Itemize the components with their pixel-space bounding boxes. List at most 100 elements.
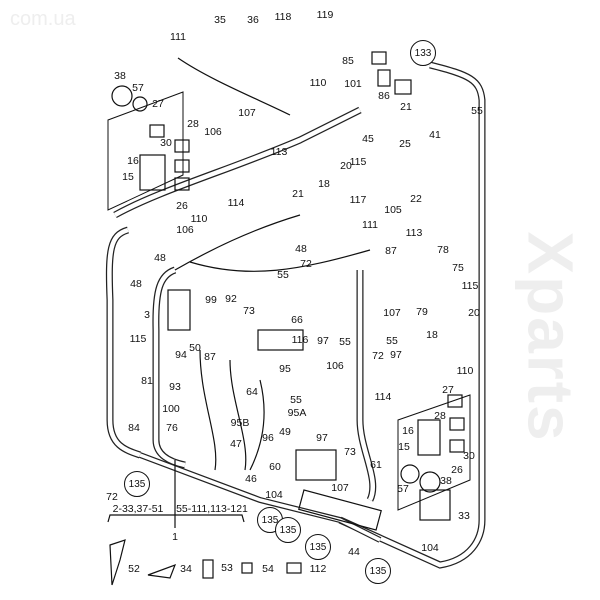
part-callout: 26: [451, 463, 463, 476]
part-callout: 47: [230, 437, 242, 450]
part-callout: 72: [372, 349, 384, 362]
part-callout: 107: [238, 106, 256, 119]
part-callout: 113: [270, 145, 288, 158]
part-callout: 48: [295, 242, 307, 255]
part-callout: 73: [344, 445, 356, 458]
circled-callout: 135: [275, 517, 301, 543]
part-callout: 107: [383, 306, 401, 319]
part-callout: 79: [416, 305, 428, 318]
part-callout: 97: [317, 334, 329, 347]
part-callout: 55: [471, 104, 483, 117]
part-callout: 110: [190, 212, 208, 225]
part-callout: 114: [374, 390, 392, 403]
part-callout: 107: [331, 481, 349, 494]
part-callout: 75: [452, 261, 464, 274]
part-callout: 20: [468, 306, 480, 319]
part-callout: 25: [399, 137, 411, 150]
part-callout: 15: [398, 440, 410, 453]
part-callout: 1: [172, 530, 178, 543]
group-range-right: 55-111,113-121: [176, 502, 248, 515]
part-callout: 64: [246, 385, 258, 398]
circled-callout: 135: [124, 471, 150, 497]
part-callout: 92: [225, 292, 237, 305]
part-callout: 104: [421, 541, 439, 554]
part-callout: 30: [160, 136, 172, 149]
part-callout: 115: [129, 332, 147, 345]
part-callout: 22: [410, 192, 422, 205]
part-callout: 87: [385, 244, 397, 257]
part-callout: 41: [429, 128, 441, 141]
part-callout: 18: [318, 177, 330, 190]
part-callout: 28: [187, 117, 199, 130]
part-callout: 55: [277, 268, 289, 281]
part-callout: 101: [344, 77, 362, 90]
part-callout: 53: [221, 561, 233, 574]
part-callout: 27: [442, 383, 454, 396]
part-callout: 16: [402, 424, 414, 437]
part-callout: 55: [386, 334, 398, 347]
part-callout: 114: [227, 196, 245, 209]
part-callout: 55: [290, 393, 302, 406]
part-callout: 86: [378, 89, 390, 102]
part-callout: 116: [291, 333, 309, 346]
group-range-left: 2-33,37-51: [112, 502, 164, 515]
part-callout: 18: [426, 328, 438, 341]
part-callout: 113: [405, 226, 423, 239]
part-callout: 44: [348, 545, 360, 558]
circled-callout: 135: [305, 534, 331, 560]
part-callout: 118: [274, 10, 292, 23]
part-callout: 61: [370, 458, 382, 471]
part-callout: 3: [144, 308, 150, 321]
part-callout: 57: [397, 482, 409, 495]
part-callout: 20: [340, 159, 352, 172]
part-callout: 95A: [287, 406, 307, 419]
part-callout: 110: [456, 364, 474, 377]
part-callout: 48: [130, 277, 142, 290]
part-callout: 54: [262, 562, 274, 575]
part-callout: 36: [247, 13, 259, 26]
part-callout: 46: [245, 472, 257, 485]
part-callout: 111: [362, 218, 378, 231]
part-callout: 106: [176, 223, 194, 236]
part-callout: 76: [166, 421, 178, 434]
part-callout: 85: [342, 54, 354, 67]
part-callout: 111: [170, 30, 186, 43]
part-callout: 48: [154, 251, 166, 264]
part-callout: 38: [114, 69, 126, 82]
part-callout: 72: [300, 257, 312, 270]
circled-callout: 135: [365, 558, 391, 584]
part-callout: 94: [175, 348, 187, 361]
watermark-sub: com.ua: [10, 8, 76, 30]
part-callout: 84: [128, 421, 140, 434]
part-callout: 35: [214, 13, 226, 26]
part-callout: 50: [189, 341, 201, 354]
part-callout: 26: [176, 199, 188, 212]
part-callout: 119: [316, 8, 334, 21]
part-callout: 100: [162, 402, 180, 415]
part-callout: 38: [440, 474, 452, 487]
part-callout: 66: [291, 313, 303, 326]
part-callout: 110: [309, 76, 327, 89]
part-callout: 15: [122, 170, 134, 183]
part-callout: 93: [169, 380, 181, 393]
part-callout: 28: [434, 409, 446, 422]
part-callout: 106: [204, 125, 222, 138]
part-callout: 95: [279, 362, 291, 375]
part-callout: 60: [269, 460, 281, 473]
circled-callout: 133: [410, 40, 436, 66]
part-callout: 73: [243, 304, 255, 317]
part-callout: 97: [390, 348, 402, 361]
part-callout: 52: [128, 562, 140, 575]
part-callout: 104: [265, 488, 283, 501]
part-callout: 30: [463, 449, 475, 462]
part-callout: 57: [132, 81, 144, 94]
part-callout: 95B: [230, 416, 250, 429]
part-callout: 87: [204, 350, 216, 363]
part-callout: 21: [400, 100, 412, 113]
part-callout: 45: [362, 132, 374, 145]
part-callout: 97: [316, 431, 328, 444]
part-callout: 33: [458, 509, 470, 522]
part-callout: 21: [292, 187, 304, 200]
